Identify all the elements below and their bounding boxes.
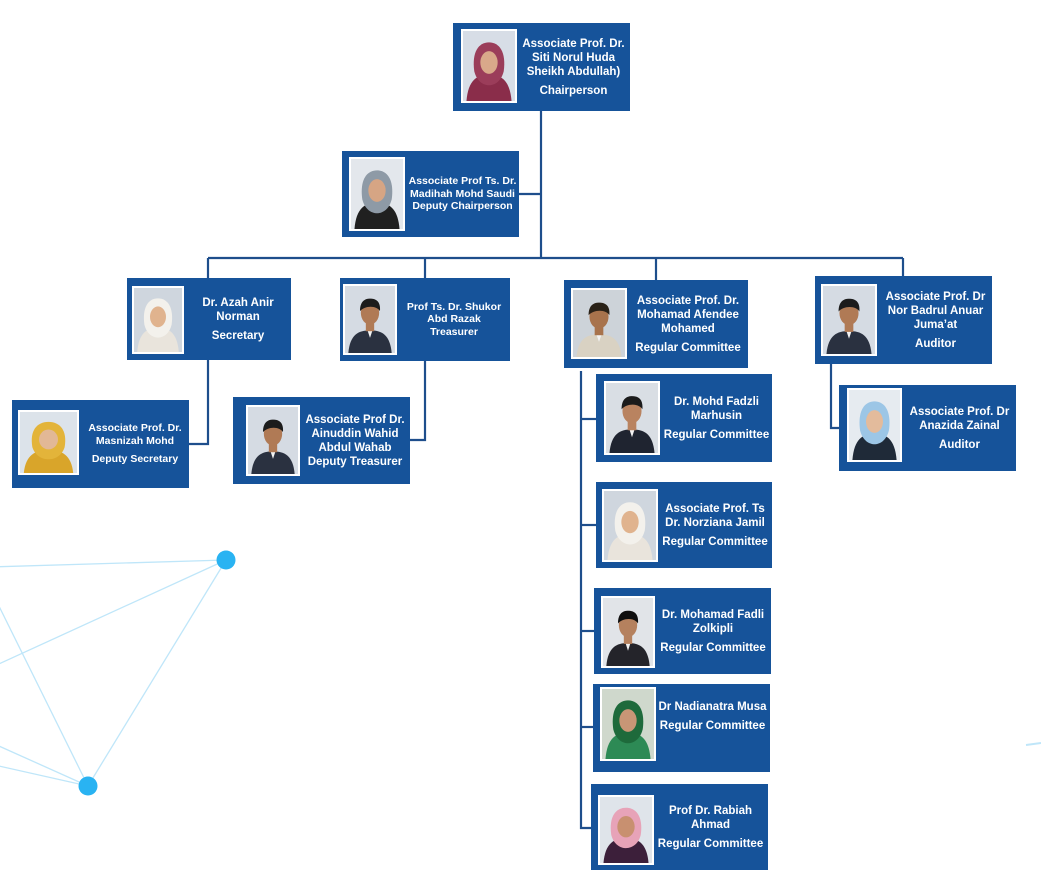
- avatar-hijab-white-icon: [132, 286, 184, 354]
- member-text: Associate Prof. Ts Dr. Norziana Jamil Re…: [659, 484, 771, 566]
- member-text: Dr. Azah Anir Norman Secretary: [187, 280, 289, 358]
- member-name: Dr. Azah Anir Norman: [202, 296, 274, 323]
- member-role: Secretary: [211, 329, 265, 342]
- member-card-committee-norziana: Associate Prof. Ts Dr. Norziana Jamil Re…: [596, 482, 772, 568]
- member-role: Auditor: [915, 337, 956, 350]
- member-role: Chairperson: [539, 84, 608, 97]
- member-name: Associate Prof. Dr Nor Badrul Anuar Juma…: [885, 290, 986, 331]
- member-card-auditor-badrul: Associate Prof. Dr Nor Badrul Anuar Juma…: [815, 276, 992, 364]
- connector-lines: [189, 111, 905, 830]
- member-text: Prof Ts. Dr. Shukor Abd Razak Treasurer: [400, 280, 508, 359]
- member-name: Dr. Mohamad Fadli Zolkipli: [661, 608, 765, 635]
- member-text: Associate Prof. Dr. Masnizah Mohd Deputy…: [82, 402, 188, 486]
- network-line: [0, 559, 227, 665]
- member-role: Deputy Treasurer: [307, 455, 403, 468]
- member-text: Dr Nadianatra Musa Regular Committee: [656, 686, 769, 770]
- member-card-committee-fadli: Dr. Mohamad Fadli Zolkipli Regular Commi…: [594, 588, 771, 674]
- member-name: Associate Prof. Dr Anazida Zainal: [909, 405, 1010, 432]
- member-role: Regular Committee: [660, 641, 766, 654]
- avatar-hijab-maroon-icon: [461, 29, 517, 103]
- avatar-man-suit-icon: [343, 284, 397, 355]
- member-role: Regular Committee: [659, 720, 766, 732]
- member-card-deputy-treasurer: Associate Prof Dr. Ainuddin Wahid Abdul …: [233, 397, 410, 484]
- member-role: Deputy Secretary: [91, 453, 179, 466]
- member-card-secretary: Dr. Azah Anir Norman Secretary: [127, 278, 291, 360]
- member-text: Dr. Mohd Fadzli Marhusin Regular Committ…: [662, 376, 771, 460]
- member-text: Associate Prof. Dr. Mohamad Afendee Moha…: [630, 282, 746, 366]
- member-text: Associate Prof. Dr Anazida Zainal Audito…: [903, 387, 1016, 469]
- avatar-man-beard-icon: [571, 288, 627, 359]
- member-text: Associate Prof Ts. Dr. Madihah Mohd Saud…: [408, 153, 517, 235]
- avatar-hijab-white-icon: [602, 489, 658, 562]
- avatar-hijab-pink-icon: [598, 795, 654, 865]
- connector-committee-spine: [579, 371, 591, 830]
- member-name: Associate Prof Ts. Dr. Madihah Mohd Saud…: [408, 175, 517, 200]
- member-card-committee-afendee: Associate Prof. Dr. Mohamad Afendee Moha…: [564, 280, 748, 368]
- member-card-chairperson: Associate Prof. Dr. Siti Norul Huda Shei…: [453, 23, 630, 111]
- member-name: Dr. Mohd Fadzli Marhusin: [674, 395, 759, 422]
- connector-auditor-deputy: [829, 364, 839, 430]
- network-line: [0, 765, 89, 787]
- member-card-deputy-secretary: Associate Prof. Dr. Masnizah Mohd Deputy…: [12, 400, 189, 488]
- member-card-auditor-anazida: Associate Prof. Dr Anazida Zainal Audito…: [839, 385, 1016, 471]
- member-text: Dr. Mohamad Fadli Zolkipli Regular Commi…: [656, 590, 770, 672]
- member-card-committee-fadzli: Dr. Mohd Fadzli Marhusin Regular Committ…: [596, 374, 772, 462]
- avatar-man-glasses-icon: [604, 381, 660, 455]
- avatar-man-suit-icon: [246, 405, 300, 476]
- member-name: Associate Prof. Dr. Siti Norul Huda Shei…: [522, 37, 625, 78]
- connector-secretary-deputy: [189, 360, 210, 446]
- avatar-hijab-yellow-icon: [18, 410, 79, 475]
- member-name: Prof Ts. Dr. Shukor Abd Razak: [406, 300, 502, 326]
- member-name: Associate Prof Dr. Ainuddin Wahid Abdul …: [305, 413, 405, 454]
- member-role: Regular Committee: [657, 837, 764, 850]
- avatar-man-suit-icon: [821, 284, 877, 356]
- member-name: Associate Prof. Ts Dr. Norziana Jamil: [665, 502, 765, 529]
- network-line: [0, 606, 89, 787]
- network-line: [0, 559, 227, 568]
- member-role: Regular Committee: [663, 428, 770, 441]
- member-text: Associate Prof. Dr Nor Badrul Anuar Juma…: [879, 278, 992, 362]
- network-decoration: [0, 550, 1041, 796]
- avatar-hijab-green-icon: [600, 687, 656, 761]
- member-text: Prof Dr. Rabiah Ahmad Regular Committee: [654, 786, 767, 868]
- member-text: Associate Prof. Dr. Siti Norul Huda Shei…: [519, 25, 628, 109]
- member-text: Associate Prof Dr. Ainuddin Wahid Abdul …: [301, 399, 409, 482]
- member-name: Associate Prof. Dr. Masnizah Mohd: [88, 422, 182, 447]
- network-line: [0, 745, 89, 787]
- network-node: [78, 776, 98, 796]
- member-role: Regular Committee: [635, 341, 741, 354]
- member-card-committee-nadianatra: Dr Nadianatra Musa Regular Committee: [593, 684, 770, 772]
- avatar-man-songkok-icon: [601, 596, 655, 668]
- avatar-hijab-grey-icon: [349, 157, 405, 231]
- member-role: Auditor: [939, 438, 980, 451]
- member-card-deputy-chairperson: Associate Prof Ts. Dr. Madihah Mohd Saud…: [342, 151, 519, 237]
- member-role: Treasurer: [430, 325, 478, 338]
- member-role: Regular Committee: [662, 535, 768, 548]
- avatar-hijab-lightblue-icon: [847, 388, 902, 462]
- network-line: [1025, 742, 1041, 746]
- connector-treasurer-deputy: [410, 361, 427, 442]
- member-name: Dr Nadianatra Musa: [658, 701, 767, 713]
- member-name: Associate Prof. Dr. Mohamad Afendee Moha…: [636, 294, 740, 335]
- member-card-treasurer: Prof Ts. Dr. Shukor Abd Razak Treasurer: [340, 278, 510, 361]
- network-node: [216, 550, 236, 570]
- member-card-committee-rabiah: Prof Dr. Rabiah Ahmad Regular Committee: [591, 784, 768, 870]
- member-name: Prof Dr. Rabiah Ahmad: [668, 804, 753, 831]
- network-line: [87, 559, 227, 787]
- member-role: Deputy Chairperson: [412, 200, 513, 213]
